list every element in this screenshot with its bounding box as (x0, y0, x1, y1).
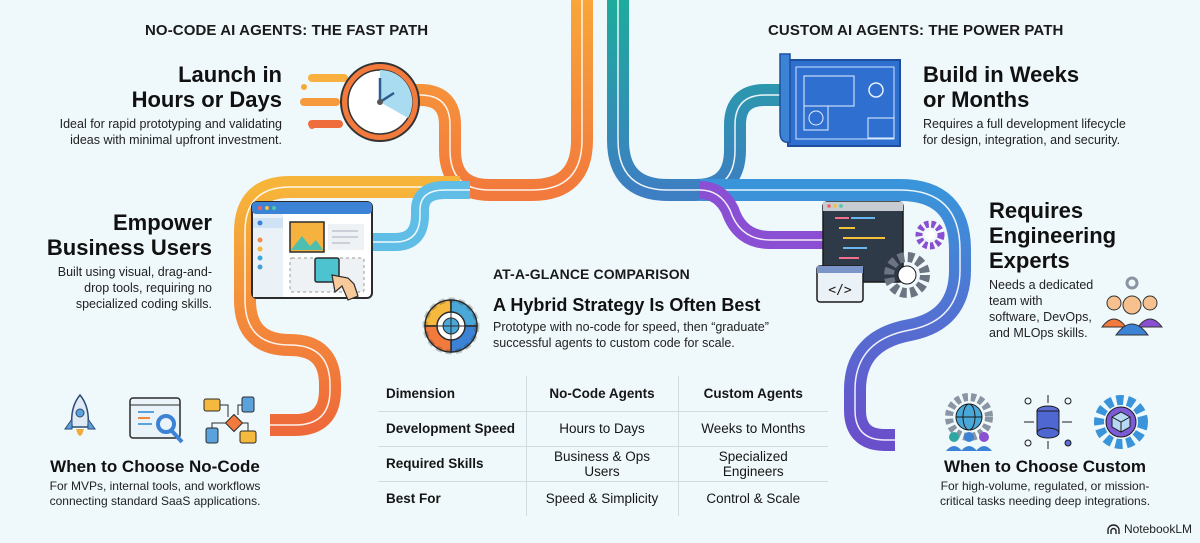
row-no-code-value: Hours to Days (525, 411, 678, 447)
hybrid-block: A Hybrid Strategy Is Often Best Prototyp… (493, 294, 823, 351)
row-custom-value: Specialized Engineers (677, 446, 828, 482)
table-row: Best For Speed & Simplicity Control & Sc… (378, 481, 828, 516)
custom-section-title: CUSTOM AI AGENTS: THE POWER PATH (768, 22, 1064, 39)
engineering-body-line1: Needs a dedicated (989, 278, 1094, 292)
svg-text:</>: </> (828, 283, 852, 298)
table-header-row: Dimension No-Code Agents Custom Agents (378, 376, 828, 412)
header-no-code: No-Code Agents (525, 376, 678, 412)
no-code-section-title: NO-CODE AI AGENTS: THE FAST PATH (145, 22, 429, 39)
no-code-usecase-block: When to Choose No-Code For MVPs, interna… (30, 457, 280, 509)
global-team-gear-icon (945, 393, 993, 451)
notebooklm-watermark: NotebookLM (1107, 522, 1192, 536)
empower-body-line3: specialized coding skills. (75, 297, 212, 311)
no-code-usecase-icons (50, 393, 290, 448)
empower-title-line2: Business Users (46, 235, 212, 260)
launch-title-line1: Launch in (178, 62, 282, 87)
row-label: Required Skills (378, 446, 526, 482)
custom-usecase-icons (940, 393, 1170, 451)
custom-usecase-block: When to Choose Custom For high-volume, r… (920, 457, 1170, 509)
header-dimension: Dimension (378, 376, 526, 412)
engineering-body-line4: and MLOps skills. (989, 326, 1088, 340)
hybrid-gear-icon (422, 297, 480, 355)
hybrid-body-line1: Prototype with no-code for speed, then “… (493, 320, 769, 334)
custom-usecase-body-line1: For high-volume, regulated, or mission- (940, 479, 1150, 493)
empower-block: Empower Business Users Built using visua… (40, 210, 212, 312)
browser-wrench-icon (129, 397, 184, 444)
table-row: Required Skills Business & Ops Users Spe… (378, 446, 828, 482)
notebooklm-logo-icon (1107, 523, 1120, 534)
build-block: Build in Weeks or Months Requires a full… (923, 62, 1163, 148)
drag-drop-builder-icon (251, 201, 373, 301)
launch-block: Launch in Hours or Days Ideal for rapid … (40, 62, 282, 148)
empower-title-line1: Empower (112, 210, 212, 235)
launch-title-line2: Hours or Days (131, 87, 282, 112)
code-gears-icon: </> (816, 201, 945, 303)
custom-usecase-title: When to Choose Custom (943, 457, 1147, 476)
table-row: Development Speed Hours to Days Weeks to… (378, 411, 828, 447)
engineering-title-line3: Experts (989, 248, 1070, 273)
row-custom-value: Control & Scale (677, 481, 828, 516)
engineering-title-line1: Requires (989, 198, 1084, 223)
cube-gear-icon (1094, 395, 1148, 449)
empower-body-line2: drop tools, requiring no (84, 281, 212, 295)
row-no-code-value: Speed & Simplicity (525, 481, 678, 516)
no-code-usecase-body-line1: For MVPs, internal tools, and workflows (49, 479, 261, 493)
brand-label: NotebookLM (1123, 522, 1192, 536)
hybrid-body-line2: successful agents to custom code for sca… (493, 336, 735, 350)
header-custom: Custom Agents (677, 376, 828, 412)
engineering-body-line2: team with (989, 294, 1043, 308)
build-body-line1: Requires a full development lifecycle (923, 117, 1126, 131)
build-body-line2: for design, integration, and security. (923, 133, 1121, 147)
engineering-block: Requires Engineering Experts Needs a ded… (989, 198, 1159, 341)
launch-body-line1: Ideal for rapid prototyping and validati… (59, 117, 282, 131)
row-no-code-value: Business & Ops Users (525, 446, 678, 482)
custom-usecase-body-line2: critical tasks needing deep integrations… (939, 494, 1151, 508)
launch-body-line2: ideas with minimal upfront investment. (70, 133, 282, 147)
database-network-icon (1024, 395, 1072, 449)
row-label: Development Speed (378, 411, 526, 447)
engineering-title-line2: Engineering (989, 223, 1117, 248)
stopwatch-icon (300, 62, 420, 142)
build-title-line1: Build in Weeks (923, 62, 1080, 87)
hybrid-title: A Hybrid Strategy Is Often Best (493, 295, 761, 315)
engineering-team-icon (1100, 276, 1164, 336)
no-code-usecase-body-line2: connecting standard SaaS applications. (49, 494, 261, 508)
blueprint-icon (779, 53, 901, 147)
engineering-body-line3: software, DevOps, (989, 310, 1092, 324)
workflow-icon (203, 396, 257, 444)
comparison-section-title: AT-A-GLANCE COMPARISON (493, 266, 690, 282)
rocket-icon (64, 393, 96, 436)
no-code-usecase-title: When to Choose No-Code (50, 457, 260, 476)
build-title-line2: or Months (923, 87, 1030, 112)
empower-body-line1: Built using visual, drag-and- (57, 265, 212, 279)
row-label: Best For (386, 491, 441, 507)
comparison-table: Dimension No-Code Agents Custom Agents D… (378, 376, 828, 516)
row-custom-value: Weeks to Months (677, 411, 828, 447)
